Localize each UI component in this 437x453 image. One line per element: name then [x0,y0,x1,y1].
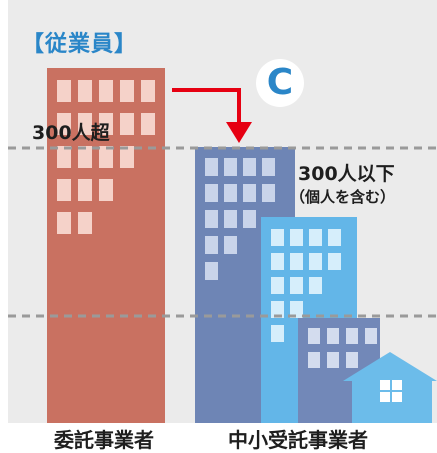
over-300-label: 300人超 [32,122,110,144]
building-windows [271,229,341,342]
commissioning-business-building [47,68,165,423]
building-windows [308,328,377,368]
section-label: 【従業員】 [22,32,138,57]
house-icon [343,352,437,423]
building-windows [57,80,155,234]
category-badge: C [256,59,304,107]
building-windows [205,158,275,280]
under-300-label: 300人以下 [298,163,395,185]
arrow-icon [172,88,252,143]
subcontractor-caption: 中小受託事業者 [228,428,368,452]
commissioning-business-caption: 委託事業者 [54,428,154,452]
under-300-note: （個人を含む） [290,188,396,206]
